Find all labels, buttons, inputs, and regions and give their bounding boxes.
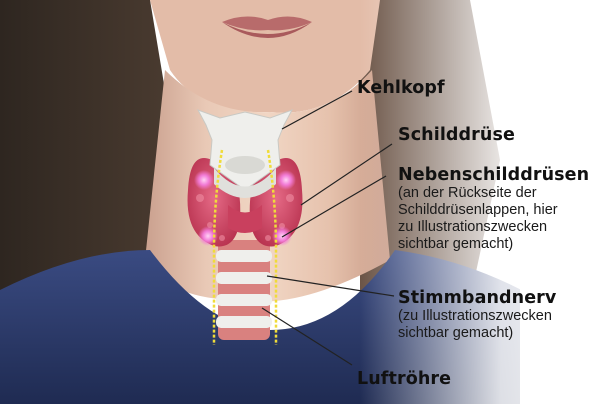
label-kehlkopf: Kehlkopf [357, 78, 445, 98]
label-schilddruese: Schilddrüse [398, 125, 515, 145]
label-luftroehre: Luftröhre [357, 369, 451, 389]
note-line: sichtbar gemacht) [398, 325, 556, 342]
note-line: Schilddrüsenlappen, hier [398, 202, 589, 219]
label-stimmbandnerv-group: Stimmbandnerv (zu Illustrationszwecken s… [398, 288, 556, 342]
note-line: zu Illustrationszwecken [398, 219, 589, 236]
label-nebenschilddruesen: Nebenschilddrüsen [398, 165, 589, 185]
label-nebenschilddruesen-group: Nebenschilddrüsen (an der Rückseite der … [398, 165, 589, 253]
note-line: (an der Rückseite der [398, 185, 589, 202]
note-line: sichtbar gemacht) [398, 236, 589, 253]
note-line: (zu Illustrationszwecken [398, 308, 556, 325]
label-stimmbandnerv: Stimmbandnerv [398, 288, 556, 308]
